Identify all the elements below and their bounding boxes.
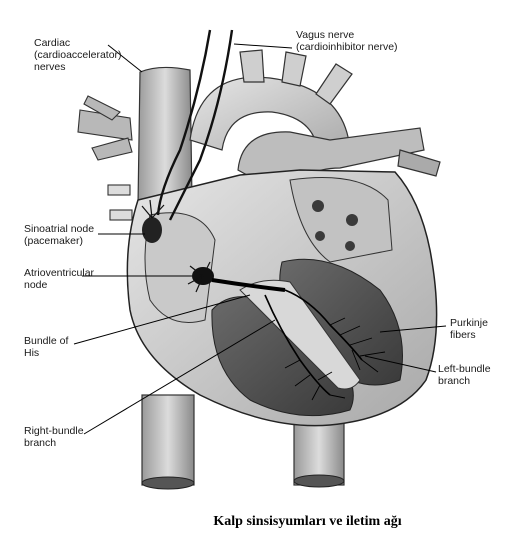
right-atrium (144, 212, 216, 323)
diagram-labels: Cardiac (cardioaccelerator) nerves Vagus… (24, 29, 491, 449)
leader-lines (73, 43, 447, 435)
left-atrium (289, 177, 393, 263)
pulmonary-arteries-right (77, 95, 133, 221)
atrioventricular-node (187, 261, 214, 293)
label-cardiac-line1: Cardiac (34, 37, 70, 49)
label-cardiac-line2: (cardioaccelerator) (34, 49, 122, 61)
label-right-bundle-line1: Right-bundle (24, 425, 84, 437)
label-his-line2: His (24, 347, 39, 359)
label-av-line2: node (24, 279, 48, 291)
label-left-bundle-line2: branch (438, 375, 470, 387)
sinoatrial-node (141, 199, 165, 243)
label-purkinje-line2: fibers (450, 329, 476, 341)
inferior-vena-cava (141, 394, 195, 490)
descending-aorta (293, 419, 345, 488)
label-sinoatrial-line2: (pacemaker) (24, 235, 83, 247)
label-left-bundle-line1: Left-bundle (438, 363, 491, 375)
label-vagus-line1: Vagus nerve (296, 29, 354, 41)
cardiac-nerves (156, 29, 234, 221)
aortic-arch (189, 49, 353, 159)
label-right-bundle-line2: branch (24, 437, 56, 449)
label-his-line1: Bundle of (24, 335, 68, 347)
label-av-line1: Atrioventricular (24, 267, 95, 279)
label-vagus-line2: (cardioinhibitor nerve) (296, 41, 398, 53)
purkinje-fibers (284, 317, 386, 401)
figure-caption: Kalp sinsisyumları ve iletim ağı (213, 514, 402, 529)
label-sinoatrial-line1: Sinoatrial node (24, 223, 94, 235)
label-purkinje-line1: Purkinje (450, 317, 488, 329)
label-cardiac-line3: nerves (34, 61, 66, 73)
